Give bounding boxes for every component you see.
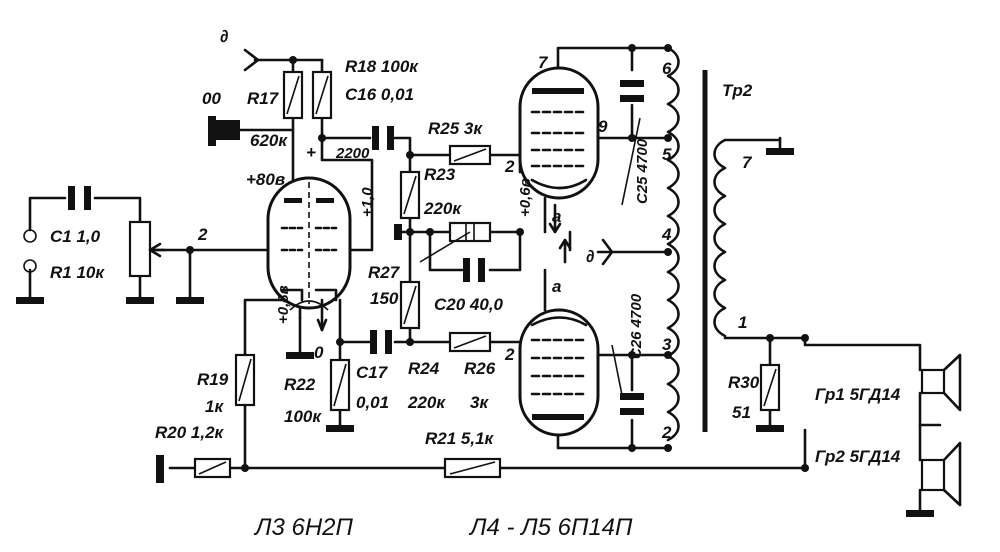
resistor-r20: [193, 457, 232, 479]
label-r27: R27: [368, 263, 401, 282]
label-r18: R18 100к: [345, 57, 419, 76]
output-transformer-tr2: [666, 46, 782, 442]
speaker-gr2-icon: [920, 441, 962, 507]
pentode-tube-l5: [518, 308, 600, 437]
capacitor-c16: [372, 126, 394, 150]
label-tap2: 2: [661, 423, 672, 442]
label-a-upper: a: [552, 207, 561, 226]
arrow-up-icon: [558, 238, 572, 264]
label-c1: C1 1,0: [50, 227, 101, 246]
capacitor-c17: [370, 330, 392, 354]
label-plus08: +0,8в: [275, 285, 292, 324]
label-r24: R24: [408, 359, 440, 378]
resistor-r21: [443, 457, 502, 479]
label-r22: R22: [284, 375, 316, 394]
capacitor-c1: [68, 186, 91, 210]
label-2200: 2200: [335, 145, 370, 162]
label-r30-value: 51: [732, 403, 751, 422]
pentode-tube-l4: [518, 66, 600, 200]
label-r24-value: 220к: [407, 393, 446, 412]
label-plus10: +1,0: [359, 187, 376, 217]
label-tap7-secondary: 7: [742, 153, 753, 172]
resistor-r17: [282, 70, 304, 120]
resistor-r24: [399, 280, 421, 330]
label-tap4: 4: [661, 225, 672, 244]
label-plus06: +0,6в: [517, 178, 534, 217]
label-d-top: ∂: [220, 27, 229, 46]
label-tap3: 3: [662, 335, 672, 354]
label-r25: R25 3к: [428, 119, 483, 138]
capacitor-c20: [463, 258, 485, 282]
caption-l3: Л3 6Н2П: [253, 514, 353, 541]
label-a-lower: a: [552, 277, 561, 296]
input-jack-top-icon: [23, 229, 37, 243]
mid-arrow-icon: [601, 238, 614, 266]
label-plus80: +80в: [246, 170, 285, 189]
capacitor-c26: [620, 393, 644, 415]
label-r22-value: 100к: [284, 407, 322, 426]
label-gr2: Гр2 5ГД14: [815, 447, 901, 466]
label-r23: R23: [424, 165, 456, 184]
label-c26: C26 4700: [628, 293, 645, 359]
label-r17: R17: [247, 89, 280, 108]
label-pin9: 9: [598, 117, 608, 136]
label-c20: C20 40,0: [434, 295, 504, 314]
triode-tube-l3: [266, 176, 352, 332]
capacitor-c25: [620, 80, 644, 102]
label-r26-value: 3к: [470, 393, 489, 412]
input-arrow-icon: [243, 48, 260, 72]
label-r27-value: 150: [370, 289, 399, 308]
label-c16: C16 0,01: [345, 85, 414, 104]
label-oo: 00: [202, 89, 221, 108]
resistor-r23: [399, 170, 421, 220]
label-r17-value: 620к: [250, 131, 288, 150]
arrow-down-icon: [548, 203, 562, 234]
label-pin2-left: 2: [197, 225, 208, 244]
label-c25: C25 4700: [634, 138, 651, 204]
resistor-r30: [759, 363, 781, 412]
resistor-r27: [419, 221, 492, 263]
resistor-r1: [128, 220, 167, 278]
resistor-r26: [448, 331, 492, 353]
label-r21: R21 5,1к: [425, 429, 495, 448]
component-labels: ∂ R18 100к 00 R17 620к C16 0,01 + 2200 R…: [50, 27, 901, 541]
resistor-r25: [448, 144, 492, 166]
label-tr2: Tp2: [722, 81, 753, 100]
label-gr1: Гр1 5ГД14: [815, 385, 901, 404]
label-r19: R19: [197, 370, 229, 389]
label-r1: R1 10к: [50, 263, 105, 282]
label-tap5: 5: [662, 145, 672, 164]
resistor-r19: [234, 353, 256, 407]
label-plus: +: [306, 143, 316, 162]
caption-l4-l5: Л4 - Л5 6П14П: [468, 514, 633, 541]
label-pin2-lower: 2: [504, 345, 515, 364]
label-pin0: 0: [314, 343, 324, 362]
label-r26: R26: [464, 359, 496, 378]
label-r23-value: 220к: [423, 199, 462, 218]
label-r20: R20 1,2к: [155, 423, 225, 442]
label-pin7: 7: [538, 53, 549, 72]
label-d-mid: ∂: [586, 247, 595, 266]
resistor-r18: [311, 70, 333, 120]
label-pin2-upper: 2: [504, 157, 515, 176]
speaker-gr1-icon: [920, 353, 962, 412]
ground-symbols: [16, 116, 934, 517]
label-r19-value: 1к: [205, 397, 224, 416]
resistor-r22: [329, 358, 351, 412]
label-tap1: 1: [738, 313, 747, 332]
label-c17: C17: [356, 363, 389, 382]
label-r30: R30: [728, 373, 760, 392]
label-c17-value: 0,01: [356, 393, 389, 412]
label-tap6: 6: [662, 59, 672, 78]
input-jack-bottom-icon: [23, 259, 37, 273]
